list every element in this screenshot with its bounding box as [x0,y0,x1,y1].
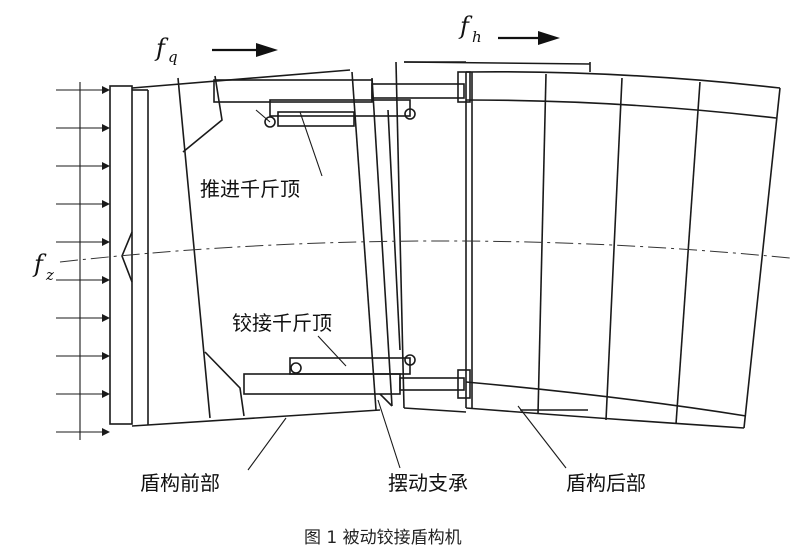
force-fz: f z [32,250,54,284]
arrow-right-icon [538,31,560,45]
label-hinge-jack: 铰接千斤顶 [232,311,332,335]
arrow-right-icon [102,238,110,246]
arrow-right-icon [102,86,110,94]
force-fh-sub: h [472,28,482,46]
center-axis [59,240,791,263]
label-swing-bearing: 摆动支承 [388,471,468,495]
swing-bearing-area [371,61,467,413]
arrow-right-icon [102,162,110,170]
arrow-right-icon [102,124,110,132]
leader-lines [247,111,567,471]
rear-shield [403,61,781,429]
front-shield [109,69,381,427]
arrow-right-icon [102,390,110,398]
thrust-jack [213,71,471,128]
hinge-jack [243,354,471,407]
force-fz-main: f [32,250,47,278]
force-fh: f h [458,12,560,46]
arrow-right-icon [256,43,278,57]
arrow-right-icon [102,276,110,284]
force-fz-sub: z [45,266,54,284]
arrow-right-icon [102,428,110,436]
arrow-right-icon [102,200,110,208]
force-fq: f q [154,34,278,66]
force-fq-sub: q [168,48,178,66]
arrow-right-icon [102,314,110,322]
force-fh-main: f [458,12,473,40]
label-rear-shield: 盾构后部 [566,471,646,495]
label-front-shield: 盾构前部 [140,471,220,495]
force-fq-main: f [154,34,169,62]
face-pressure-arrows [56,82,110,440]
figure-caption: 图 1 被动铰接盾构机 [304,528,462,548]
label-thrust-jack: 推进千斤顶 [200,177,300,201]
arrow-right-icon [102,352,110,360]
